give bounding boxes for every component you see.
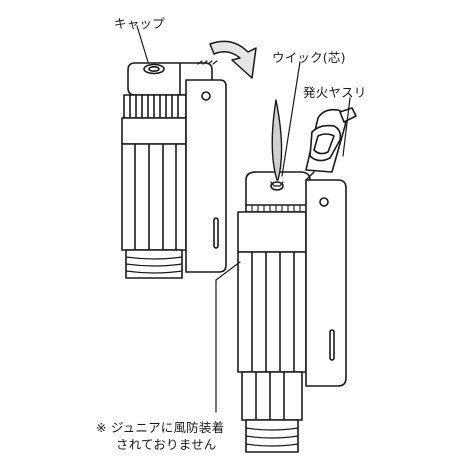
flame-icon <box>271 99 283 181</box>
closed-lighter <box>121 60 227 279</box>
label-wick: ウイック(芯) <box>272 50 346 65</box>
open-lighter <box>237 99 357 453</box>
note-line-2: されておりません <box>116 437 217 452</box>
cap-button-icon <box>143 63 165 75</box>
opening-arrow-icon <box>209 40 257 79</box>
leader-lines <box>136 25 351 413</box>
note-line-1: ※ ジュニアに風防装着 <box>96 420 225 435</box>
label-flint-rasp: 発火ヤスリ <box>303 85 367 100</box>
label-cap: キャップ <box>114 16 165 31</box>
